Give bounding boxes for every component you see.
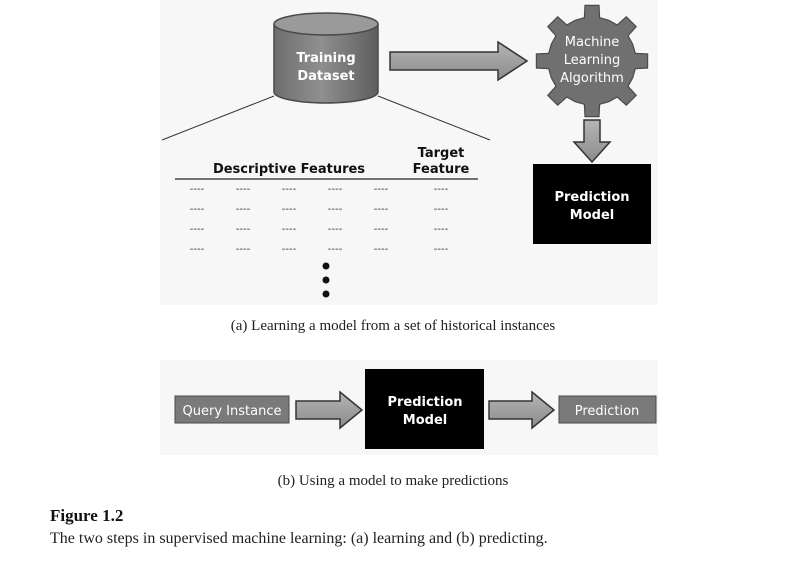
figure-label: Figure 1.2	[50, 506, 124, 525]
prediction-output-label: Prediction	[575, 404, 640, 419]
machine-learning-algorithm-gear: Machine Learning Algorithm	[535, 4, 649, 118]
training-dataset-label-line1: Training	[296, 51, 355, 66]
table-cell-placeholder: ----	[328, 184, 343, 195]
table-cell-placeholder: ----	[236, 224, 251, 235]
target-feature-header-line1: Target	[418, 146, 465, 161]
prediction-model-b-label-line1: Prediction	[387, 395, 462, 410]
prediction-output-box: Prediction	[558, 395, 657, 424]
table-cell-placeholder: ----	[374, 204, 389, 215]
ellipsis-dot	[322, 276, 330, 284]
algorithm-label-line3: Algorithm	[560, 71, 624, 86]
table-cell-placeholder: ----	[328, 224, 343, 235]
table-cell-placeholder: ----	[374, 184, 389, 195]
ellipsis-dot	[322, 262, 330, 270]
table-cell-placeholder: ----	[190, 224, 205, 235]
table-cell-placeholder: ----	[236, 244, 251, 255]
algorithm-label-line2: Learning	[564, 53, 620, 68]
zoom-line-left	[161, 95, 275, 141]
feature-table-cells: ---- ---- ---- ---- ---- ---- ---- ---- ---- ----…	[190, 184, 449, 255]
prediction-model-label-line1: Prediction	[554, 190, 629, 205]
zoom-line-right	[377, 95, 491, 141]
table-cell-placeholder: ----	[434, 224, 449, 235]
arrow-algorithm-to-model	[572, 119, 612, 164]
caption-a: (a) Learning a model from a set of histo…	[230, 318, 556, 334]
table-cell-placeholder: ----	[374, 224, 389, 235]
caption-b: (b) Using a model to make predictions	[277, 473, 509, 489]
table-cell-placeholder: ----	[434, 184, 449, 195]
descriptive-features-header: Descriptive Features	[213, 162, 365, 177]
training-dataset-label-line2: Dataset	[297, 69, 354, 84]
ellipsis-dot	[322, 290, 330, 298]
table-cell-placeholder: ----	[374, 244, 389, 255]
prediction-model-box: Prediction Model	[533, 164, 651, 244]
table-cell-placeholder: ----	[282, 184, 297, 195]
table-cell-placeholder: ----	[282, 204, 297, 215]
table-cell-placeholder: ----	[282, 244, 297, 255]
learning-diagram: Training Dataset Machine Learning Algori…	[161, 4, 651, 298]
training-dataset-cylinder: Training Dataset	[273, 12, 379, 104]
table-cell-placeholder: ----	[190, 204, 205, 215]
query-instance-box: Query Instance	[174, 395, 290, 424]
table-cell-placeholder: ----	[434, 204, 449, 215]
target-feature-header-line2: Feature	[413, 162, 470, 177]
prediction-diagram: Query Instance Prediction Model Predicti…	[160, 360, 658, 455]
arrow-dataset-to-algorithm	[389, 40, 529, 82]
arrow-query-to-model	[295, 390, 364, 430]
prediction-model-b-label-line2: Model	[403, 413, 447, 428]
table-cell-placeholder: ----	[190, 184, 205, 195]
algorithm-label-line1: Machine	[565, 35, 619, 50]
figure-caption-text: The two steps in supervised machine lear…	[50, 530, 548, 547]
table-cell-placeholder: ----	[328, 244, 343, 255]
arrow-model-to-prediction	[488, 390, 556, 430]
table-cell-placeholder: ----	[236, 184, 251, 195]
prediction-model-box-b: Prediction Model	[365, 369, 484, 449]
table-cell-placeholder: ----	[434, 244, 449, 255]
table-cell-placeholder: ----	[282, 224, 297, 235]
table-cell-placeholder: ----	[328, 204, 343, 215]
table-cell-placeholder: ----	[236, 204, 251, 215]
table-cell-placeholder: ----	[190, 244, 205, 255]
query-instance-label: Query Instance	[183, 404, 282, 419]
prediction-model-label-line2: Model	[570, 208, 614, 223]
